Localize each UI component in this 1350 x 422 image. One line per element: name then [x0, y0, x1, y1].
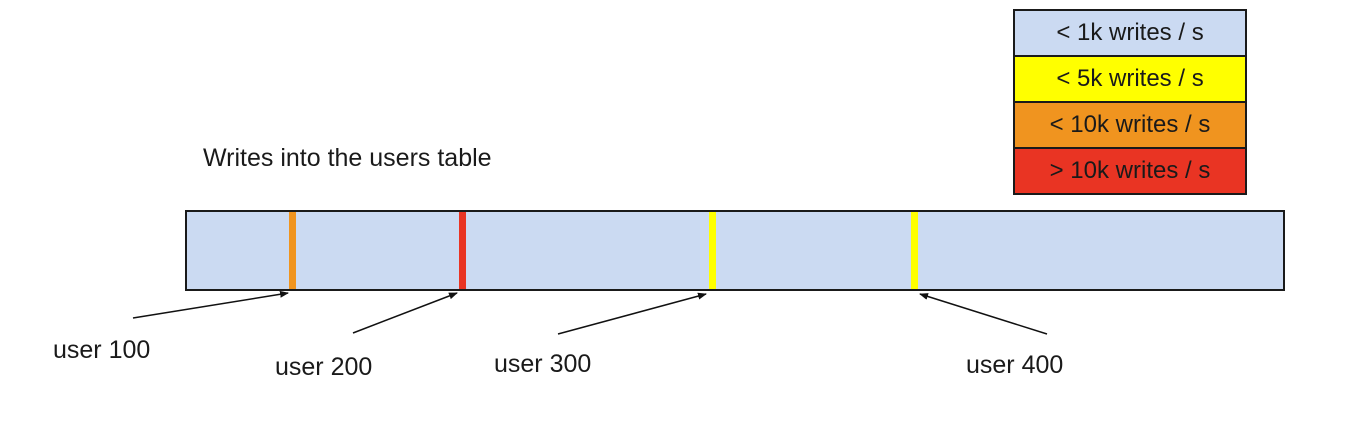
marker-user-300 [709, 212, 716, 289]
label-user-200: user 200 [275, 353, 373, 381]
diagram-title: Writes into the users table [203, 144, 492, 172]
write-rate-legend: < 1k writes / s < 5k writes / s < 10k wr… [1013, 9, 1247, 195]
legend-item-gt-10k: > 10k writes / s [1015, 147, 1245, 193]
arrow-user-300 [557, 292, 707, 335]
label-user-100: user 100 [53, 336, 151, 364]
arrow-user-100 [132, 290, 289, 319]
legend-item-lt-10k: < 10k writes / s [1015, 101, 1245, 147]
marker-user-400 [911, 212, 918, 289]
legend-item-lt-1k: < 1k writes / s [1015, 11, 1245, 55]
marker-user-100 [289, 212, 296, 289]
arrow-user-200 [352, 292, 458, 334]
arrow-user-400 [919, 293, 1048, 335]
label-user-300: user 300 [494, 350, 592, 378]
users-table-bar [185, 210, 1285, 291]
label-user-400: user 400 [966, 351, 1064, 379]
legend-item-lt-5k: < 5k writes / s [1015, 55, 1245, 101]
marker-user-200 [459, 212, 466, 289]
